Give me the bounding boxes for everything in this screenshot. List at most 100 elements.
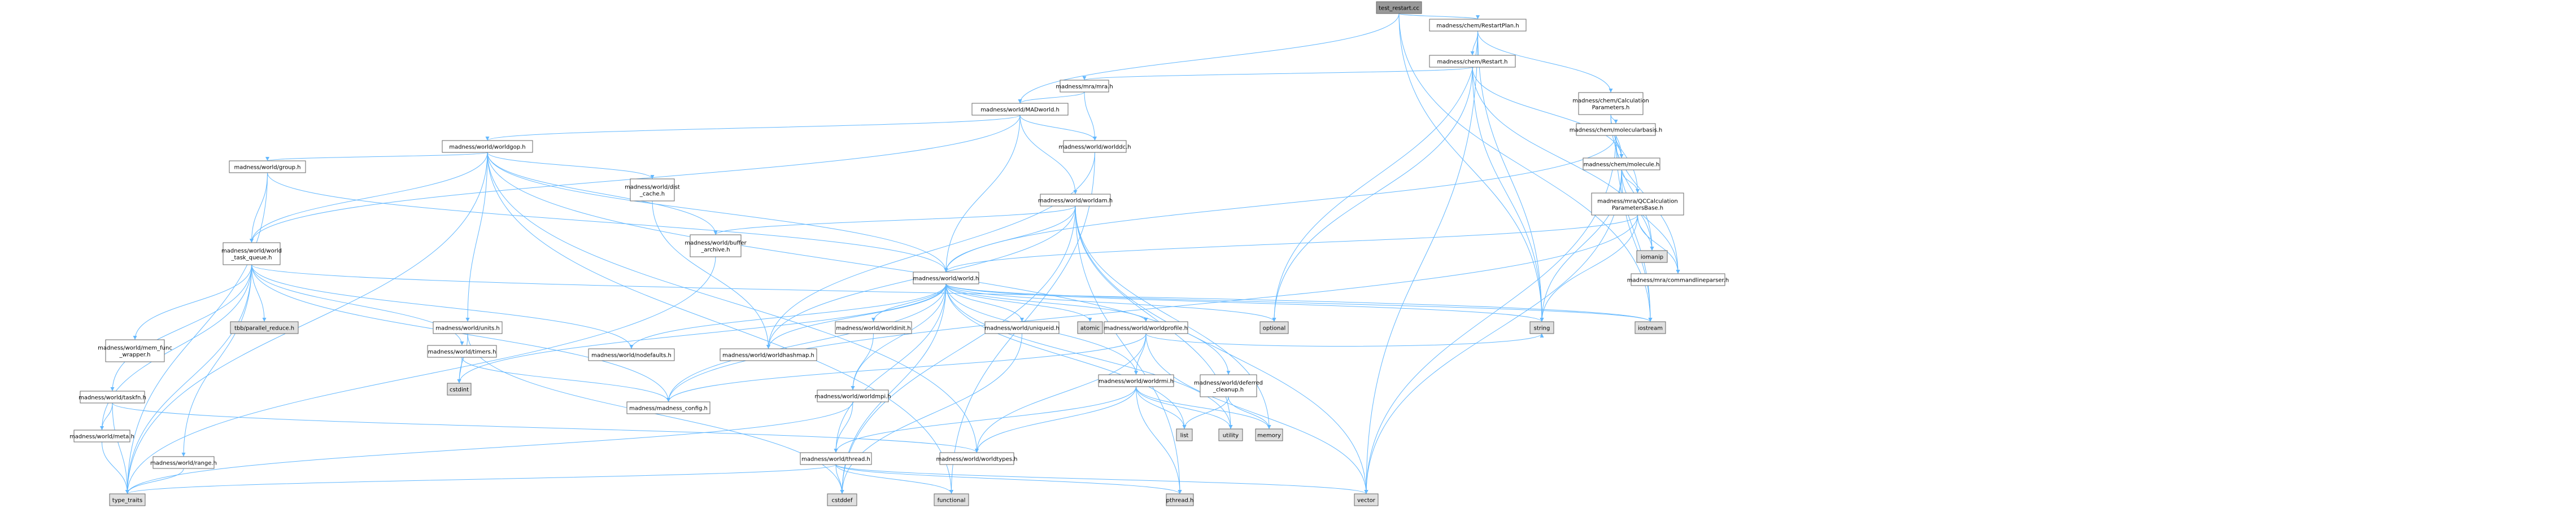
node-cstdint-box	[447, 383, 472, 396]
node-taskfn[interactable]: madness/world/taskfn.h	[79, 391, 146, 404]
edge-taskqueue-to-tbbreduce	[251, 264, 267, 322]
node-distcache-box	[630, 178, 675, 201]
node-restart[interactable]: madness/chem/Restart.h	[1429, 55, 1516, 68]
edge-world-to-hashmap	[766, 283, 947, 349]
edge-worldgop-to-units	[465, 152, 488, 322]
node-distcache[interactable]: madness/world/dist_cache.h	[625, 178, 680, 201]
node-calcparams-label: Parameters.h	[1592, 105, 1630, 111]
edge-taskfn-to-typetraits	[112, 402, 129, 494]
node-madworld[interactable]: madness/world/MADworld.h	[971, 103, 1069, 116]
edge-worlddc-to-hashmap	[766, 152, 1095, 349]
edge-world-to-config	[666, 283, 947, 402]
edge-restartplan-to-calcparams	[1477, 30, 1613, 93]
node-iomanip-label: iomanip	[1641, 255, 1663, 261]
node-meta[interactable]: madness/world/meta.h	[69, 430, 134, 442]
node-worlddc[interactable]: madness/world/worlddc.h	[1058, 140, 1131, 153]
edge-uniqueid-to-cstddef	[840, 333, 1022, 494]
node-molecule[interactable]: madness/chem/molecule.h	[1583, 157, 1660, 170]
node-madworld-box	[971, 103, 1069, 116]
node-worldrmi[interactable]: madness/world/worldrmi.h	[1098, 374, 1174, 387]
edge-group-to-taskqueue	[250, 172, 268, 243]
edge-worldgop-to-world	[487, 152, 948, 273]
node-worldinit-label: madness/world/worldinit.h	[836, 326, 910, 332]
node-atomic-box	[1077, 321, 1103, 334]
node-typetraits-label: type_traits	[112, 498, 142, 504]
edge-restart-to-optional	[1272, 67, 1473, 322]
node-worldrmi-box	[1098, 374, 1174, 387]
node-hashmap[interactable]: madness/world/worldhashmap.h	[720, 348, 817, 361]
node-nodefaults[interactable]: madness/world/nodefaults.h	[588, 348, 675, 361]
edge-worldrmi-to-memory	[1136, 386, 1271, 430]
node-cmdline[interactable]: madness/mra/commandlineparser.h	[1627, 273, 1729, 286]
node-config[interactable]: madness/madness_config.h	[626, 401, 711, 414]
node-deferred[interactable]: madness/world/deferred_cleanup.h	[1194, 374, 1263, 397]
edge-thread-to-typetraits	[125, 464, 836, 494]
node-group-label: madness/world/group.h	[234, 165, 301, 171]
node-world[interactable]: madness/world/world.h	[913, 271, 979, 284]
node-bufferarch-box	[690, 234, 742, 257]
node-restartplan[interactable]: madness/chem/RestartPlan.h	[1429, 19, 1527, 32]
node-iostream-box	[1634, 321, 1666, 334]
node-molbasis[interactable]: madness/chem/molecularbasis.h	[1570, 123, 1662, 136]
node-timers[interactable]: madness/world/timers.h	[427, 345, 497, 358]
node-calcparams-box	[1578, 92, 1644, 115]
node-units-label: madness/world/units.h	[435, 326, 500, 332]
node-mra[interactable]: madness/mra/mra.h	[1056, 80, 1113, 93]
node-distcache-label: _cache.h	[639, 191, 665, 198]
edge-root-to-iostream	[1398, 13, 1653, 322]
node-worldam[interactable]: madness/world/worldam.h	[1038, 194, 1113, 207]
edge-worldmpi-to-thread	[834, 401, 853, 453]
node-memfunc[interactable]: madness/world/mem_func_wrapper.h	[98, 339, 172, 362]
edge-profile-to-config	[666, 333, 1147, 402]
node-worldmpi[interactable]: madness/world/worldmpi.h	[814, 389, 891, 402]
edge-qccalc-to-cmdline	[1637, 214, 1680, 274]
edge-restartplan-to-vector	[1364, 30, 1478, 494]
node-memfunc-box	[105, 339, 165, 362]
node-mra-box	[1060, 80, 1109, 93]
node-world-label: madness/world/world.h	[913, 276, 979, 282]
edge-world-to-utility	[945, 283, 1233, 430]
node-memory-box	[1255, 428, 1283, 441]
edge-worldam-to-world	[944, 205, 1076, 273]
edge-timers-to-cstdint	[457, 357, 463, 384]
node-profile-label: madness/world/worldprofile.h	[1104, 326, 1188, 332]
node-cstddef: cstddef	[827, 493, 857, 506]
node-root-box	[1376, 1, 1422, 14]
edge-worldrmi-to-pthread	[1136, 386, 1182, 494]
node-thread[interactable]: madness/world/thread.h	[800, 452, 872, 465]
node-restart-label: madness/chem/Restart.h	[1437, 59, 1507, 65]
node-profile[interactable]: madness/world/worldprofile.h	[1104, 321, 1188, 334]
edge-taskfn-to-worldtypes	[112, 402, 979, 453]
edge-worldinit-to-worldmpi	[851, 333, 874, 391]
node-optional-box	[1259, 321, 1289, 334]
node-worldgop[interactable]: madness/world/worldgop.h	[442, 140, 533, 153]
node-string-label: string	[1534, 326, 1550, 332]
node-range[interactable]: madness/world/range.h	[150, 456, 217, 469]
node-molecule-label: madness/chem/molecule.h	[1584, 162, 1660, 168]
node-tbbreduce-box	[230, 321, 299, 334]
node-nodefaults-label: madness/world/nodefaults.h	[591, 353, 672, 359]
edge-world-to-cstdint	[457, 283, 947, 384]
node-root[interactable]: test_restart.cc	[1376, 1, 1422, 14]
node-worldtypes[interactable]: madness/world/worldtypes.h	[936, 452, 1018, 465]
node-units[interactable]: madness/world/units.h	[433, 321, 503, 334]
node-taskqueue[interactable]: madness/world/world_task_queue.h	[221, 242, 282, 265]
node-uniqueid[interactable]: madness/world/uniqueid.h	[984, 321, 1060, 334]
node-group[interactable]: madness/world/group.h	[229, 160, 306, 173]
node-hashmap-box	[720, 348, 817, 361]
node-molbasis-label: madness/chem/molecularbasis.h	[1570, 128, 1662, 134]
edge-worldgop-to-typetraits	[125, 152, 488, 494]
node-qccalc[interactable]: madness/mra/QCCalculationParametersBase.…	[1591, 192, 1684, 216]
node-units-box	[433, 321, 503, 334]
edge-world-to-uniqueid	[945, 283, 1024, 322]
node-deferred-box	[1200, 374, 1257, 397]
edge-mra-to-worlddc	[1084, 91, 1097, 141]
node-range-box	[152, 456, 215, 469]
edge-madworld-to-worldam	[1019, 115, 1078, 195]
node-iostream-label: iostream	[1638, 326, 1663, 332]
node-worlddc-label: madness/world/worlddc.h	[1058, 144, 1131, 151]
node-bufferarch[interactable]: madness/world/buffer_archive.h	[685, 234, 747, 257]
node-worldinit[interactable]: madness/world/worldinit.h	[835, 321, 912, 334]
